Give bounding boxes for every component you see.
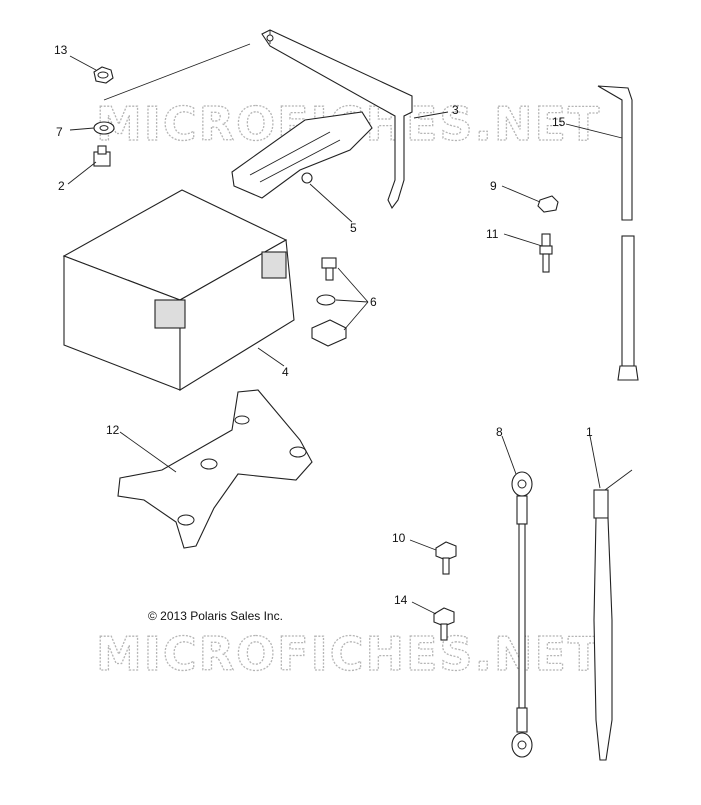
vent-tube-15 bbox=[597, 85, 639, 381]
callout-3: 3 bbox=[452, 103, 459, 117]
cable-8 bbox=[511, 471, 533, 758]
battery-tray-12 bbox=[117, 389, 313, 549]
callout-2: 2 bbox=[58, 179, 65, 193]
callout-4: 4 bbox=[282, 365, 289, 379]
callout-11: 11 bbox=[486, 227, 499, 241]
stud-11 bbox=[539, 233, 553, 273]
callout-6: 6 bbox=[370, 295, 377, 309]
bolt-14 bbox=[433, 607, 455, 641]
callout-1: 1 bbox=[586, 425, 593, 439]
copyright-text: © 2013 Polaris Sales Inc. bbox=[148, 609, 283, 623]
harness-1 bbox=[593, 469, 633, 761]
watermark-bottom: MICROFICHES.NET bbox=[96, 627, 601, 681]
hardware-6 bbox=[311, 257, 347, 347]
callout-14: 14 bbox=[394, 593, 408, 607]
washer-7 bbox=[93, 121, 115, 135]
hold-down-plate-5 bbox=[231, 111, 373, 199]
callout-7: 7 bbox=[56, 125, 63, 139]
bracket-strap-3 bbox=[261, 29, 413, 210]
bolt-10 bbox=[435, 541, 457, 575]
cap-nut-9 bbox=[537, 195, 559, 213]
callout-10: 10 bbox=[392, 531, 406, 545]
callout-5: 5 bbox=[350, 221, 357, 235]
battery-4 bbox=[62, 189, 295, 391]
nut-13 bbox=[93, 66, 114, 84]
callout-15: 15 bbox=[552, 115, 566, 129]
bolt-2 bbox=[93, 145, 111, 167]
callout-8: 8 bbox=[496, 425, 503, 439]
callout-9: 9 bbox=[490, 179, 497, 193]
leader-lines bbox=[67, 43, 623, 615]
callout-13: 13 bbox=[54, 43, 68, 57]
callout-12: 12 bbox=[106, 423, 120, 437]
